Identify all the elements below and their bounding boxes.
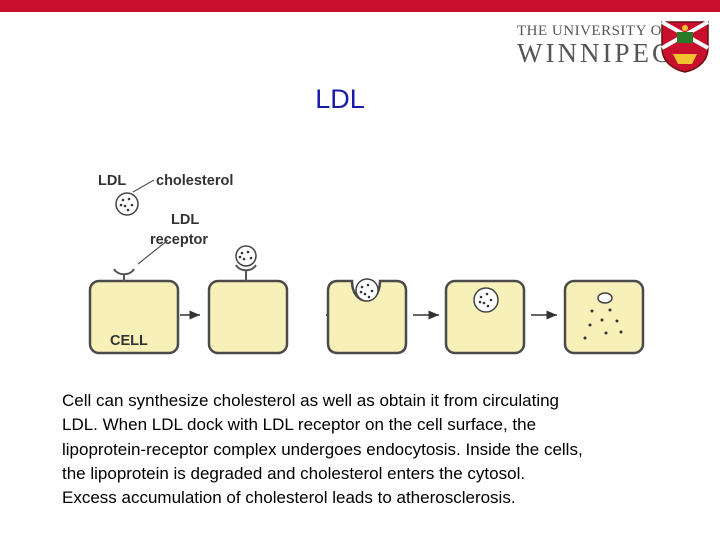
cell-4 bbox=[444, 279, 526, 355]
label-receptor-line2: receptor bbox=[150, 232, 208, 248]
pointer-receptor bbox=[137, 239, 169, 265]
label-cholesterol: cholesterol bbox=[156, 173, 233, 189]
slide-title: LDL bbox=[315, 84, 365, 114]
label-ldl: LDL bbox=[98, 173, 126, 189]
cell-3 bbox=[326, 278, 408, 355]
label-cell: CELL bbox=[110, 333, 148, 349]
cell-1: CELL bbox=[88, 268, 180, 355]
ldl-endocytosis-diagram: LDL cholesterol LDL receptor CELL bbox=[88, 173, 645, 355]
university-crest-icon bbox=[661, 20, 709, 73]
body-line: LDL. When LDL dock with LDL receptor on … bbox=[62, 415, 537, 435]
ldl-particle-free bbox=[115, 192, 139, 216]
pointer-cholesterol bbox=[132, 179, 155, 193]
cell-5 bbox=[563, 279, 645, 355]
label-receptor-line1: LDL bbox=[171, 212, 199, 228]
cell-2 bbox=[207, 245, 289, 355]
logo-line2: WINNIPEG bbox=[517, 38, 675, 68]
top-accent-bar bbox=[0, 0, 720, 12]
body-line: Excess accumulation of cholesterol leads… bbox=[62, 488, 516, 508]
body-line: Cell can synthesize cholesterol as well … bbox=[62, 391, 560, 410]
body-line: lipoprotein-receptor complex undergoes e… bbox=[62, 439, 583, 459]
body-paragraph: Cell can synthesize cholesterol as well … bbox=[62, 389, 702, 510]
logo-line1: THE UNIVERSITY OF bbox=[517, 23, 671, 39]
body-line: the lipoprotein is degraded and choleste… bbox=[62, 463, 526, 483]
university-logo: THE UNIVERSITY OF WINNIPEG bbox=[514, 20, 714, 75]
